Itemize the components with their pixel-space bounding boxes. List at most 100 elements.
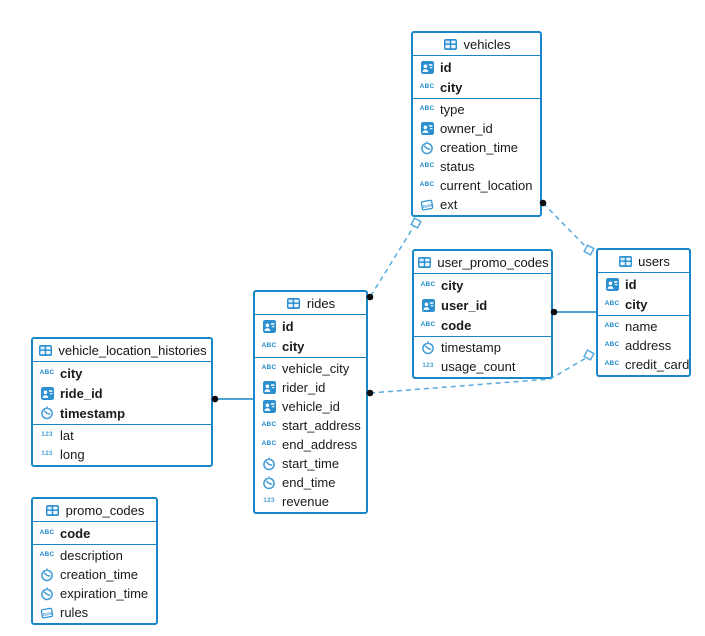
table-icon <box>45 504 61 516</box>
column-name: city <box>282 338 305 354</box>
column-row-code[interactable]: ABC code <box>33 523 156 543</box>
column-row-vehicle_id[interactable]: vehicle_id <box>255 397 366 416</box>
column-row-end_time[interactable]: end_time <box>255 473 366 492</box>
text-type-icon: ABC <box>419 181 435 189</box>
table-header[interactable]: rides <box>255 292 366 315</box>
json-type-icon: JSON <box>39 606 55 620</box>
column-row-timestamp[interactable]: timestamp <box>414 338 551 357</box>
column-name: type <box>440 102 465 117</box>
text-type-icon: ABC <box>261 364 277 372</box>
table-header[interactable]: vehicle_location_histories <box>33 339 211 362</box>
column-row-rider_id[interactable]: rider_id <box>255 378 366 397</box>
column-row-user_id[interactable]: user_id <box>414 295 551 315</box>
svg-text:JSON: JSON <box>42 611 53 617</box>
id-type-icon <box>261 400 277 413</box>
column-name: usage_count <box>441 359 516 374</box>
text-type-icon: ABC <box>420 280 436 288</box>
id-type-icon <box>261 319 277 333</box>
table-title: vehicle_location_histories <box>58 342 207 358</box>
column-name: expiration_time <box>60 586 149 601</box>
relation-diamond-endpoint <box>583 244 595 256</box>
table-header[interactable]: user_promo_codes <box>414 251 551 274</box>
column-row-current_location[interactable]: ABC current_location <box>413 176 540 195</box>
column-row-end_address[interactable]: ABC end_address <box>255 435 366 454</box>
column-name: start_time <box>282 456 340 471</box>
column-row-id[interactable]: id <box>598 274 689 294</box>
column-name: end_address <box>282 437 358 452</box>
column-name: code <box>60 525 91 541</box>
number-type-icon: 123 <box>263 497 275 505</box>
table-title: vehicles <box>463 36 511 52</box>
column-name: vehicle_id <box>282 399 340 414</box>
text-type-icon: ABC <box>604 341 620 349</box>
text-type-icon: ABC <box>261 440 277 448</box>
relation-vehicles-to-rides <box>369 222 417 298</box>
column-row-creation_time[interactable]: creation_time <box>413 138 540 157</box>
text-type-icon: ABC <box>604 322 620 330</box>
column-name: current_location <box>440 178 533 193</box>
column-row-start_time[interactable]: start_time <box>255 454 366 473</box>
column-row-id[interactable]: id <box>255 316 366 336</box>
column-row-owner_id[interactable]: owner_id <box>413 119 540 138</box>
table-header[interactable]: vehicles <box>413 33 540 56</box>
id-type-icon <box>420 298 436 312</box>
column-name: end_time <box>282 475 336 490</box>
column-row-expiration_time[interactable]: expiration_time <box>33 584 156 603</box>
column-name: ride_id <box>60 385 103 401</box>
text-type-icon: ABC <box>39 528 55 536</box>
table-icon <box>443 38 459 50</box>
text-type-icon: ABC <box>419 82 435 90</box>
column-name: id <box>282 318 294 334</box>
column-name: revenue <box>282 494 329 509</box>
table-icon <box>416 256 432 268</box>
timestamp-type-icon <box>39 406 55 420</box>
table-title: promo_codes <box>65 502 145 518</box>
column-name: lat <box>60 428 74 443</box>
column-row-id[interactable]: id <box>413 57 540 77</box>
primary-key-section: ABC code <box>33 522 156 545</box>
column-row-ride_id[interactable]: ride_id <box>33 383 211 403</box>
table-header[interactable]: users <box>598 250 689 273</box>
column-row-timestamp[interactable]: timestamp <box>33 403 211 423</box>
table-header[interactable]: promo_codes <box>33 499 156 522</box>
column-row-revenue[interactable]: 123 revenue <box>255 492 366 511</box>
timestamp-type-icon <box>261 475 277 490</box>
column-row-city[interactable]: ABC city <box>413 77 540 97</box>
column-row-creation_time[interactable]: creation_time <box>33 565 156 584</box>
table-title: user_promo_codes <box>437 254 549 270</box>
column-name: city <box>440 79 463 95</box>
id-type-icon <box>604 277 620 291</box>
column-name: code <box>441 317 472 333</box>
